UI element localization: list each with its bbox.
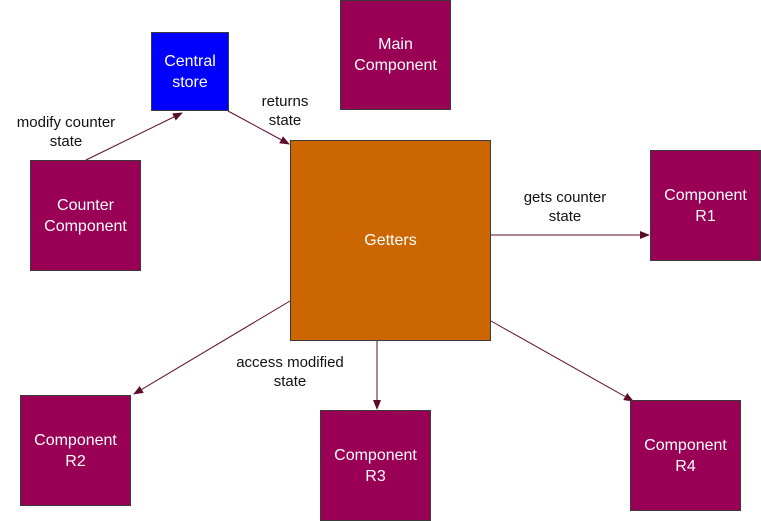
component-r3-label: Component R3 xyxy=(334,446,417,485)
component-r2-label: Component R2 xyxy=(34,431,117,470)
getters-label: Getters xyxy=(364,232,417,249)
component-r1-node: Component R1 xyxy=(650,150,761,261)
component-r1-label: Component R1 xyxy=(664,186,747,225)
counter-component-label: Counter Component xyxy=(44,196,127,235)
counter-component-node: Counter Component xyxy=(30,160,141,271)
central-store-node: Central store xyxy=(151,32,229,111)
modify-counter-state-label: modify counter state xyxy=(16,114,116,150)
returns-state-label: returns state xyxy=(261,93,309,129)
central-store-label: Central store xyxy=(164,52,216,91)
getters-node: Getters xyxy=(290,140,491,341)
main-component-node: Main Component xyxy=(340,0,451,110)
arrow-counter-to-store xyxy=(85,112,183,161)
arrow-store-to-getters xyxy=(227,110,290,145)
arrow-getters-to-r4 xyxy=(490,320,634,402)
component-r2-node: Component R2 xyxy=(20,395,131,506)
access-modified-state-label: access modified state xyxy=(236,354,344,390)
arrow-getters-to-r2 xyxy=(133,300,291,395)
component-r3-node: Component R3 xyxy=(320,410,431,521)
main-component-label: Main Component xyxy=(354,36,437,74)
component-r4-label: Component R4 xyxy=(644,436,727,475)
component-r4-node: Component R4 xyxy=(630,400,741,511)
gets-counter-state-label: gets counter state xyxy=(523,189,607,225)
